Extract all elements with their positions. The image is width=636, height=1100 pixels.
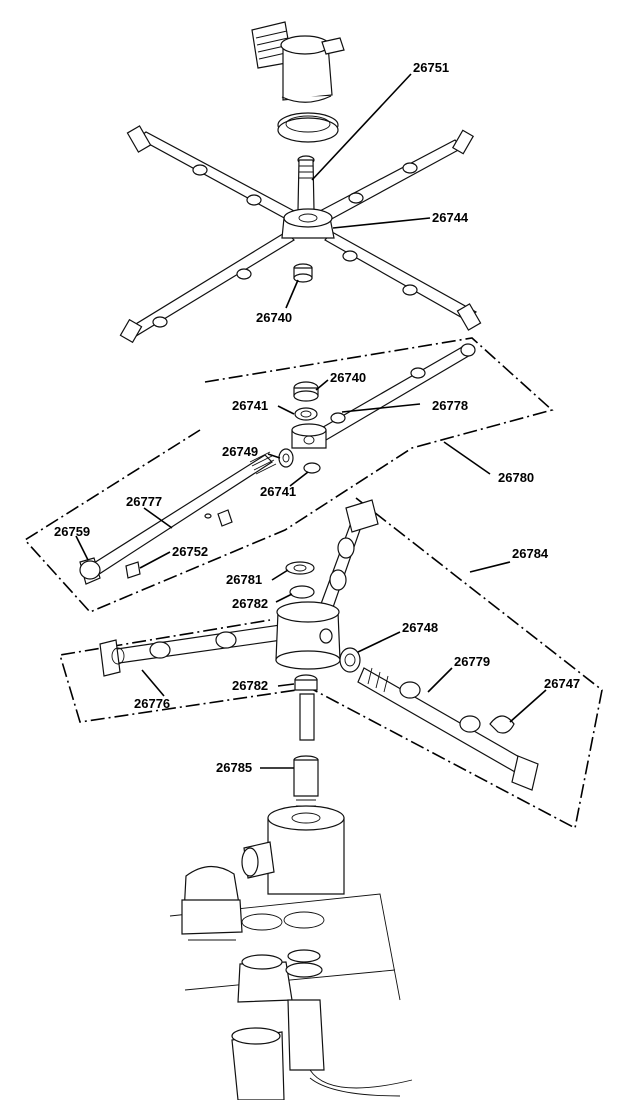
seal-26782-bottom [294, 674, 318, 691]
callout-labels: 26751 26744 26740 26740 26741 26778 2674… [54, 60, 580, 775]
top-shaft-26751 [297, 155, 315, 211]
label-26776: 26776 [134, 696, 170, 711]
label-26740-mid: 26740 [330, 370, 366, 385]
washer-26741-top [294, 407, 318, 421]
label-26782-bottom: 26782 [232, 678, 268, 693]
label-26784: 26784 [512, 546, 549, 561]
top-retaining-nut [277, 112, 339, 143]
lower-wash-arm-upper-branch [317, 499, 379, 617]
group-outline-26780 [23, 337, 554, 613]
label-26741-top: 26741 [232, 398, 268, 413]
label-26779: 26779 [454, 654, 490, 669]
label-26747: 26747 [544, 676, 580, 691]
hose-left [231, 954, 293, 1100]
washer-26741-bottom [303, 462, 321, 474]
pump-housing [241, 805, 345, 895]
seal-26782-top [289, 585, 315, 599]
label-26751: 26751 [413, 60, 449, 75]
top-elbow-connector [251, 21, 345, 103]
label-26777: 26777 [126, 494, 162, 509]
wash-arm-26779 [357, 667, 539, 791]
mid-cap-26740 [293, 381, 319, 402]
lower-hub [275, 601, 341, 670]
label-26780: 26780 [498, 470, 534, 485]
lower-wash-arm-26776 [99, 624, 283, 677]
clip-26747 [489, 715, 515, 734]
upper-spray-arm [119, 125, 482, 344]
drain-elbow [181, 865, 243, 941]
mid-hub [291, 423, 327, 449]
label-26781: 26781 [226, 572, 262, 587]
label-26759: 26759 [54, 524, 90, 539]
plug-26752 [125, 509, 233, 579]
label-26752: 26752 [172, 544, 208, 559]
hose-right [285, 949, 413, 1097]
label-26741-bottom: 26741 [260, 484, 296, 499]
leader-lines [75, 73, 547, 769]
label-26782-top: 26782 [232, 596, 268, 611]
locknut-26748 [339, 647, 361, 673]
washer-26749 [278, 448, 294, 468]
label-26778: 26778 [432, 398, 468, 413]
bushing-26781 [285, 561, 315, 575]
label-26785: 26785 [216, 760, 252, 775]
shaft-26785 [293, 693, 319, 813]
label-26744: 26744 [432, 210, 469, 225]
label-26740-top: 26740 [256, 310, 292, 325]
mid-spray-arm [79, 343, 476, 585]
label-26749: 26749 [222, 444, 258, 459]
label-26748: 26748 [402, 620, 438, 635]
top-cap-nut [293, 263, 313, 283]
